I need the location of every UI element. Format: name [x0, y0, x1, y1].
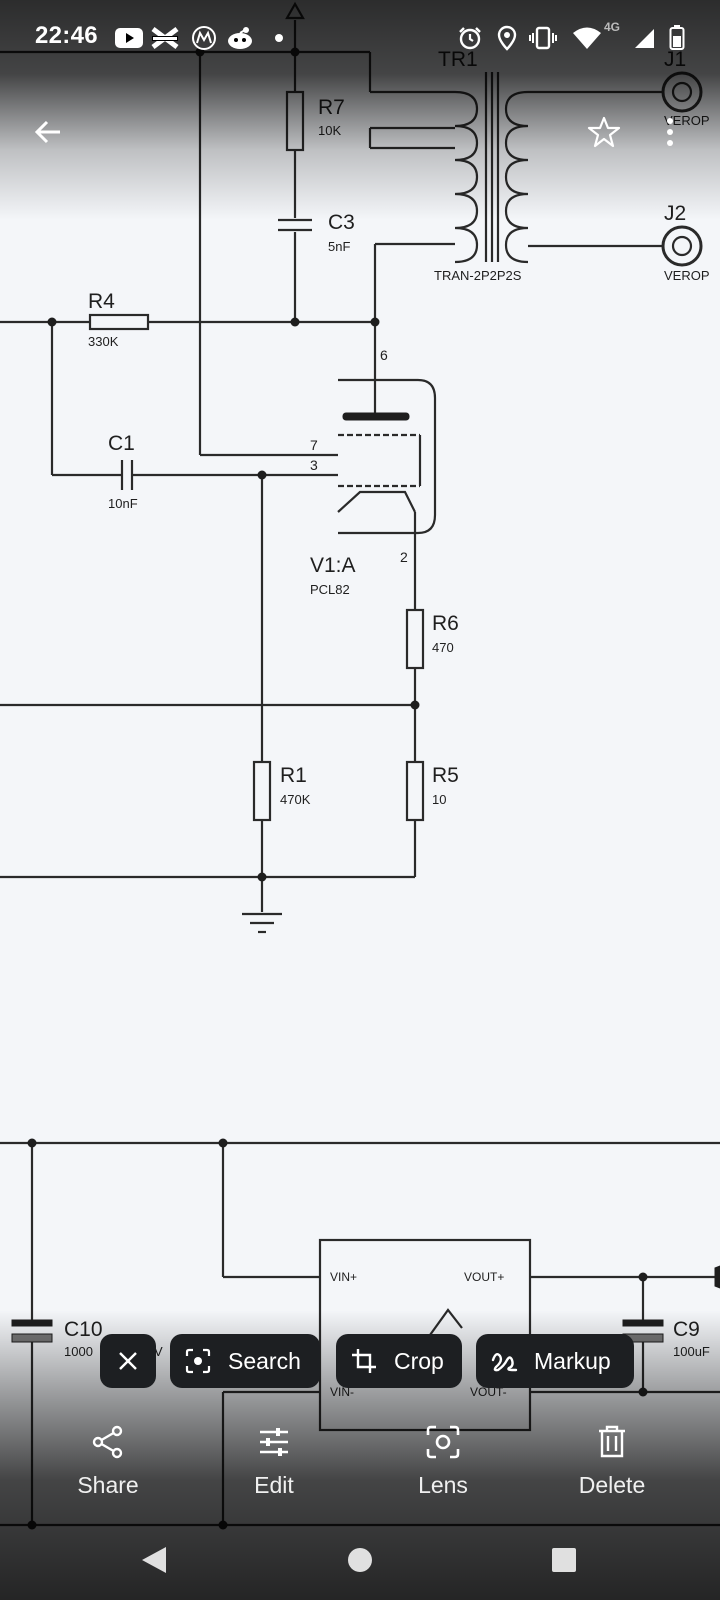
label-r1: R1 [280, 764, 307, 787]
label-c3-value: 5nF [328, 239, 350, 254]
nav-back-button[interactable] [124, 1530, 184, 1590]
label-c3: C3 [328, 211, 355, 234]
label-r1-value: 470K [280, 792, 311, 807]
snoo-icon [225, 24, 255, 52]
lens-search-icon [182, 1345, 214, 1377]
label-r4-value: 330K [88, 334, 119, 349]
label-vin-plus: VIN+ [330, 1270, 357, 1284]
lens-label: Lens [418, 1472, 468, 1498]
label-r6-value: 470 [432, 640, 454, 655]
lens-icon [423, 1422, 463, 1462]
dismiss-chips-button[interactable] [100, 1334, 156, 1388]
label-pin-2: 2 [400, 549, 408, 565]
label-v1: V1:A [310, 554, 356, 577]
share-label: Share [77, 1472, 139, 1498]
search-chip-label: Search [228, 1347, 301, 1374]
motorola-icon [190, 24, 218, 52]
delete-label: Delete [578, 1472, 646, 1498]
markup-chip-label: Markup [534, 1347, 611, 1374]
signal-icon [632, 24, 656, 52]
status-time: 22:46 [35, 22, 98, 49]
label-v1-part: PCL82 [310, 582, 350, 597]
share-button[interactable]: Share [43, 1422, 173, 1512]
nav-recents-button[interactable] [534, 1530, 594, 1590]
label-pin-6: 6 [380, 347, 388, 363]
wifi-icon [572, 24, 602, 52]
search-chip[interactable]: Search [170, 1334, 320, 1388]
tune-icon [254, 1422, 294, 1462]
label-j2: J2 [664, 202, 686, 225]
label-c9-value: 100uF [673, 1344, 710, 1359]
nav-back-icon [142, 1547, 166, 1573]
more-vert-icon [667, 118, 673, 146]
close-icon [112, 1345, 144, 1377]
label-c1-value: 10nF [108, 496, 138, 511]
label-r4: R4 [88, 290, 115, 313]
nav-home-icon [348, 1548, 372, 1572]
label-r7: R7 [318, 96, 345, 119]
edit-label: Edit [254, 1472, 294, 1498]
markup-chip[interactable]: Markup [476, 1334, 634, 1388]
crop-chip-label: Crop [394, 1347, 444, 1374]
label-pin-7: 7 [310, 437, 318, 453]
back-button[interactable] [20, 104, 76, 160]
halifax-icon [150, 24, 180, 52]
label-c10: C10 [64, 1318, 103, 1341]
label-pin-3: 3 [310, 457, 318, 473]
delete-button[interactable]: Delete [547, 1422, 677, 1512]
label-vout-plus: VOUT+ [464, 1270, 504, 1284]
nav-home-button[interactable] [330, 1530, 390, 1590]
youtube-icon [115, 24, 143, 52]
star-icon [587, 116, 621, 148]
vibrate-icon [528, 24, 558, 52]
trash-icon [592, 1422, 632, 1462]
status-bar: 22:46 4G [0, 0, 720, 76]
crop-chip[interactable]: Crop [336, 1334, 462, 1388]
label-tr1-part: TRAN-2P2P2S [434, 268, 522, 283]
alarm-icon [456, 24, 484, 52]
label-r7-value: 10K [318, 123, 341, 138]
label-c1: C1 [108, 432, 135, 455]
label-c9: C9 [673, 1318, 700, 1341]
label-r6: R6 [432, 612, 459, 635]
edit-button[interactable]: Edit [209, 1422, 339, 1512]
dot-icon [272, 24, 286, 52]
label-r5: R5 [432, 764, 459, 787]
network-type: 4G [604, 20, 621, 34]
share-icon [88, 1422, 128, 1462]
back-arrow-icon [34, 120, 60, 144]
lens-button[interactable]: Lens [378, 1422, 508, 1512]
crop-icon [348, 1345, 380, 1377]
location-icon [495, 24, 519, 52]
markup-squiggle-icon [488, 1345, 520, 1377]
label-j2-part: VEROP [664, 268, 710, 283]
nav-recents-icon [552, 1548, 576, 1572]
favorite-button[interactable] [576, 104, 632, 160]
battery-icon [668, 24, 686, 52]
label-r5-value: 10 [432, 792, 446, 807]
label-c10-value: 1000 [64, 1344, 93, 1359]
more-options-button[interactable] [650, 104, 690, 160]
